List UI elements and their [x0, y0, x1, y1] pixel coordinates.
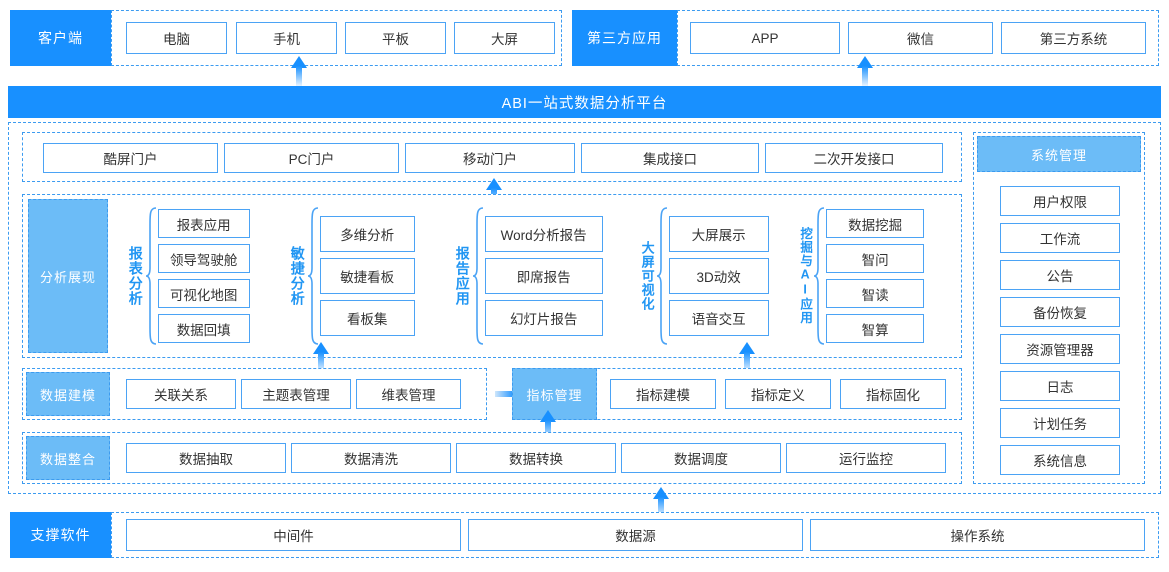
analysis-item-4-3[interactable]: 智算 — [826, 314, 925, 343]
analysis-item-2-1[interactable]: 即席报告 — [484, 258, 603, 294]
brace-1-icon — [307, 206, 319, 346]
analysis-label-text: 分析展现 — [39, 269, 96, 285]
client-item-2[interactable]: 平板 — [345, 22, 446, 54]
analysis-group-3: 大屏可视化 大屏展示 3D动效 语音交互 — [640, 199, 769, 353]
support-item-2[interactable]: 操作系统 — [810, 519, 1145, 551]
client-label: 客户端 — [10, 10, 111, 66]
sysmgmt-item-5[interactable]: 日志 — [1000, 371, 1120, 401]
integration-label: 数据整合 — [26, 436, 110, 480]
integration-item-0[interactable]: 数据抽取 — [126, 443, 286, 473]
platform-banner: ABI一站式数据分析平台 — [8, 86, 1161, 118]
sysmgmt-item-7[interactable]: 系统信息 — [1000, 445, 1120, 475]
modeling-item-2[interactable]: 维表管理 — [356, 379, 461, 409]
arrow-up-to-analysis-left-icon — [313, 342, 329, 374]
metric-item-1[interactable]: 指标定义 — [725, 379, 831, 409]
analysis-group-4: 挖掘与AI应用 数据挖掘 智问 智读 智算 — [798, 199, 925, 353]
analysis-group-2-title: 报告应用 — [454, 246, 471, 306]
analysis-item-4-2[interactable]: 智读 — [826, 279, 925, 308]
analysis-group-0-title: 报表分析 — [127, 246, 144, 306]
portal-item-4[interactable]: 二次开发接口 — [765, 143, 943, 173]
analysis-item-1-0[interactable]: 多维分析 — [319, 216, 415, 252]
metric-item-0[interactable]: 指标建模 — [610, 379, 716, 409]
analysis-group-1-title: 敏捷分析 — [289, 246, 306, 306]
analysis-item-4-1[interactable]: 智问 — [826, 244, 925, 273]
analysis-item-3-1[interactable]: 3D动效 — [668, 258, 769, 294]
integration-item-4[interactable]: 运行监控 — [786, 443, 946, 473]
arrow-up-to-client-icon — [291, 56, 307, 88]
portal-item-2[interactable]: 移动门户 — [405, 143, 575, 173]
integration-item-3[interactable]: 数据调度 — [621, 443, 781, 473]
analysis-group-1: 敏捷分析 多维分析 敏捷看板 看板集 — [290, 199, 415, 353]
platform-outer-container — [8, 122, 1161, 494]
support-item-0[interactable]: 中间件 — [126, 519, 461, 551]
analysis-item-2-0[interactable]: Word分析报告 — [484, 216, 603, 252]
client-item-1[interactable]: 手机 — [236, 22, 337, 54]
analysis-item-0-0[interactable]: 报表应用 — [157, 209, 250, 238]
portal-item-0[interactable]: 酷屏门户 — [43, 143, 218, 173]
analysis-group-4-title: 挖掘与AI应用 — [798, 227, 813, 325]
modeling-label: 数据建模 — [26, 372, 110, 416]
client-item-0[interactable]: 电脑 — [126, 22, 227, 54]
arrow-up-to-thirdparty-icon — [857, 56, 873, 88]
analysis-group-2-stack: Word分析报告 即席报告 幻灯片报告 — [484, 213, 603, 339]
analysis-label: 分析展现 — [28, 199, 108, 353]
portal-item-1[interactable]: PC门户 — [224, 143, 399, 173]
support-item-1[interactable]: 数据源 — [468, 519, 803, 551]
analysis-group-3-stack: 大屏展示 3D动效 语音交互 — [668, 213, 769, 339]
analysis-item-3-2[interactable]: 语音交互 — [668, 300, 769, 336]
arrow-up-to-analysis-right-icon — [739, 342, 755, 374]
analysis-item-3-0[interactable]: 大屏展示 — [668, 216, 769, 252]
brace-3-icon — [656, 206, 668, 346]
thirdparty-item-1[interactable]: 微信 — [848, 22, 993, 54]
brace-4-icon — [813, 206, 825, 346]
sysmgmt-item-1[interactable]: 工作流 — [1000, 223, 1120, 253]
analysis-group-3-title: 大屏可视化 — [639, 241, 655, 311]
client-item-3[interactable]: 大屏 — [454, 22, 555, 54]
analysis-item-2-2[interactable]: 幻灯片报告 — [484, 300, 603, 336]
sysmgmt-item-0[interactable]: 用户权限 — [1000, 186, 1120, 216]
thirdparty-label: 第三方应用 — [572, 10, 677, 66]
analysis-item-0-3[interactable]: 数据回填 — [157, 314, 250, 343]
analysis-item-0-1[interactable]: 领导驾驶舱 — [157, 244, 250, 273]
sysmgmt-item-3[interactable]: 备份恢复 — [1000, 297, 1120, 327]
metric-label: 指标管理 — [512, 368, 597, 420]
thirdparty-item-2[interactable]: 第三方系统 — [1001, 22, 1146, 54]
sysmgmt-item-4[interactable]: 资源管理器 — [1000, 334, 1120, 364]
analysis-item-1-2[interactable]: 看板集 — [319, 300, 415, 336]
analysis-group-0-stack: 报表应用 领导驾驶舱 可视化地图 数据回填 — [157, 206, 250, 346]
support-label: 支撑软件 — [10, 512, 111, 558]
metric-item-2[interactable]: 指标固化 — [840, 379, 946, 409]
analysis-group-1-stack: 多维分析 敏捷看板 看板集 — [319, 213, 415, 339]
portal-item-3[interactable]: 集成接口 — [581, 143, 759, 173]
integration-item-2[interactable]: 数据转换 — [456, 443, 616, 473]
analysis-group-0: 报表分析 报表应用 领导驾驶舱 可视化地图 数据回填 — [128, 199, 250, 353]
arrow-up-to-metric-icon — [540, 410, 556, 442]
thirdparty-item-0[interactable]: APP — [690, 22, 840, 54]
integration-item-1[interactable]: 数据清洗 — [291, 443, 451, 473]
analysis-group-4-stack: 数据挖掘 智问 智读 智算 — [826, 206, 925, 346]
arrow-up-to-integration-icon — [653, 487, 669, 519]
modeling-item-0[interactable]: 关联关系 — [126, 379, 236, 409]
sysmgmt-label: 系统管理 — [977, 136, 1141, 172]
analysis-item-1-1[interactable]: 敏捷看板 — [319, 258, 415, 294]
analysis-group-2: 报告应用 Word分析报告 即席报告 幻灯片报告 — [455, 199, 603, 353]
sysmgmt-item-6[interactable]: 计划任务 — [1000, 408, 1120, 438]
brace-0-icon — [145, 206, 157, 346]
brace-2-icon — [472, 206, 484, 346]
modeling-item-1[interactable]: 主题表管理 — [241, 379, 351, 409]
analysis-item-0-2[interactable]: 可视化地图 — [157, 279, 250, 308]
analysis-item-4-0[interactable]: 数据挖掘 — [826, 209, 925, 238]
sysmgmt-item-2[interactable]: 公告 — [1000, 260, 1120, 290]
